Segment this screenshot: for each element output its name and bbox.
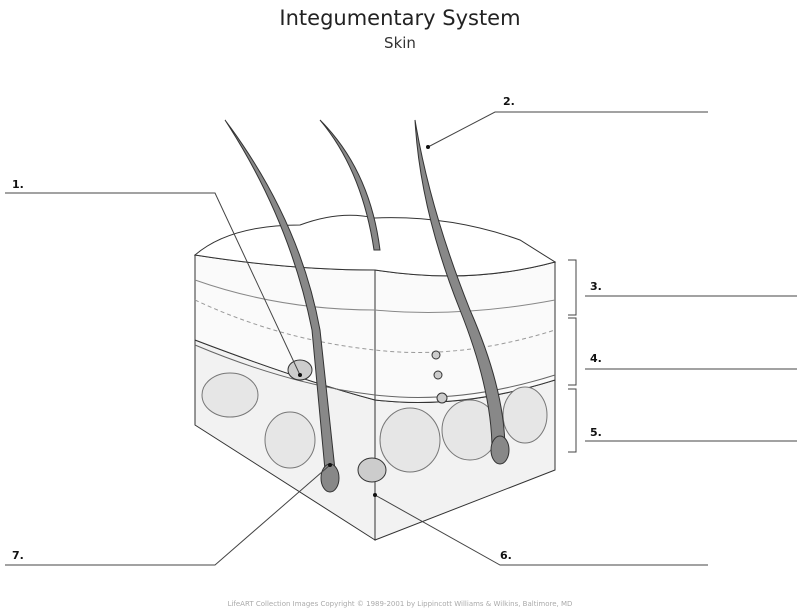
copyright-notice: LifeART Collection Images Copyright © 19… (227, 600, 573, 608)
label-3: 3. (590, 280, 602, 293)
label-1: 1. (12, 178, 24, 191)
bracket-5 (568, 388, 577, 453)
page-subtitle: Skin (384, 34, 416, 52)
bracket-3 (568, 259, 577, 316)
page-title: Integumentary System (279, 6, 521, 30)
leader-7 (5, 464, 331, 566)
label-4: 4. (590, 352, 602, 365)
hair-shafts (224, 119, 510, 493)
leader-lines (5, 111, 797, 566)
label-6: 6. (500, 549, 512, 562)
label-7: 7. (12, 549, 24, 562)
label-2: 2. (503, 95, 515, 108)
hair-2 (319, 119, 381, 251)
label-5: 5. (590, 426, 602, 439)
leader-2 (427, 111, 708, 148)
epidermis-right (374, 261, 556, 403)
leader-6 (374, 494, 708, 566)
skin-block (193, 214, 557, 541)
bracket-4 (568, 317, 577, 386)
leader-1 (5, 192, 301, 376)
